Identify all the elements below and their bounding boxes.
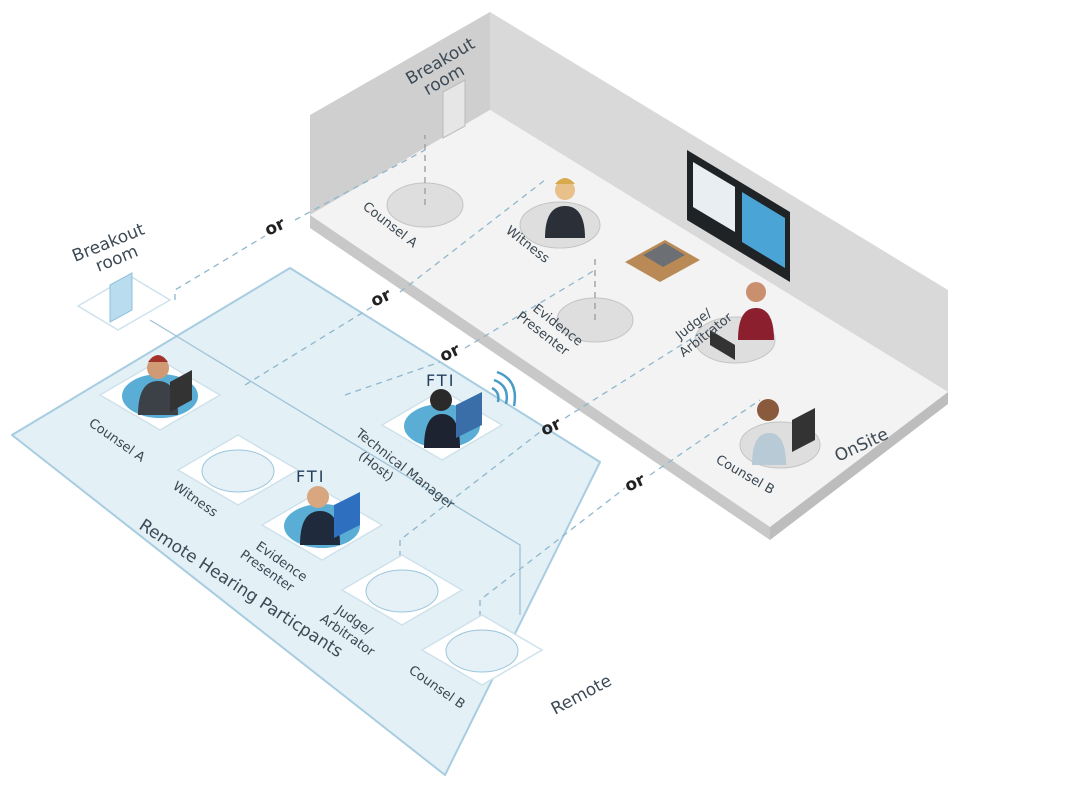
onsite-counsel-b-person	[752, 399, 815, 465]
onsite-witness-person	[545, 178, 585, 238]
remote-counsel-a-person	[138, 355, 192, 415]
left-wall	[310, 12, 490, 215]
remote-zone-label: Remote	[548, 671, 615, 719]
or-label-1: or	[262, 214, 289, 241]
svg-text:Breakoutroom: Breakoutroom	[69, 219, 154, 283]
onsite-room	[310, 12, 948, 540]
fti-logo-evidence: FTI	[296, 467, 325, 486]
onsite-judge-person	[710, 282, 774, 360]
remote-tiles	[76, 272, 544, 686]
fti-logo-tech: FTI	[426, 371, 455, 390]
wifi-icon	[491, 370, 517, 407]
or-label-5: or	[622, 470, 649, 497]
remote-tech-manager-person	[424, 389, 482, 448]
remote-breakout-door	[109, 272, 133, 323]
breakout-door	[442, 79, 466, 139]
projector	[643, 243, 685, 267]
remote-evidence-person	[300, 486, 360, 545]
